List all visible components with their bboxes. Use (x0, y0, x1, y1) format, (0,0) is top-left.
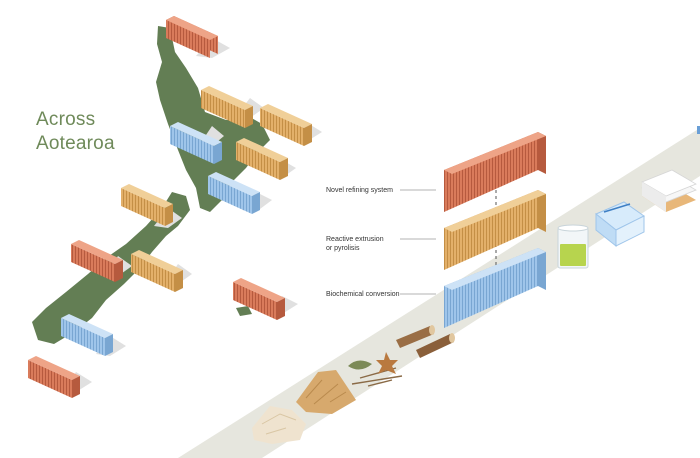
extrusion-container (444, 190, 546, 270)
map-container-11 (61, 314, 113, 356)
map-container-12 (28, 356, 80, 398)
heading-line-2: Aotearoa (36, 133, 115, 154)
green-liquid-beaker-icon (557, 224, 589, 269)
map-container-2 (201, 86, 253, 128)
map-container-1 (166, 16, 218, 58)
belt-edge-marker (697, 126, 700, 134)
refining-container (444, 132, 546, 212)
sawdust-pile-icon (296, 370, 356, 414)
map-container-5 (236, 138, 288, 180)
heading-line-1: Across (36, 109, 96, 130)
star-anise-icon (376, 352, 398, 374)
map-container-3 (260, 104, 312, 146)
map-container-6 (208, 172, 260, 214)
biochemical-container (444, 248, 546, 328)
log-icon-1 (396, 325, 435, 348)
plastic-container-icon (595, 201, 645, 248)
log-icon-2 (416, 333, 455, 358)
label-extrusion: Reactive extrusion or pyrolisis (326, 235, 384, 253)
conveyor-belt (178, 128, 700, 458)
paper-stack-icon (641, 169, 697, 212)
map-container-8 (71, 240, 123, 282)
map-container-10 (233, 278, 285, 320)
label-extrusion-line-2: or pyrolisis (326, 245, 360, 252)
wood-shavings-icon (252, 406, 306, 444)
leaf-icon (348, 360, 372, 370)
leader-lines (400, 189, 436, 295)
map-container-9 (131, 250, 183, 292)
map-container-4 (170, 122, 222, 164)
label-extrusion-line-1: Reactive extrusion (326, 236, 384, 243)
label-refining: Novel refining system (326, 187, 393, 194)
heading: Across Aotearoa (36, 108, 115, 156)
label-biochemical: Biochemical conversion (326, 291, 400, 298)
map-container-7 (121, 184, 173, 226)
